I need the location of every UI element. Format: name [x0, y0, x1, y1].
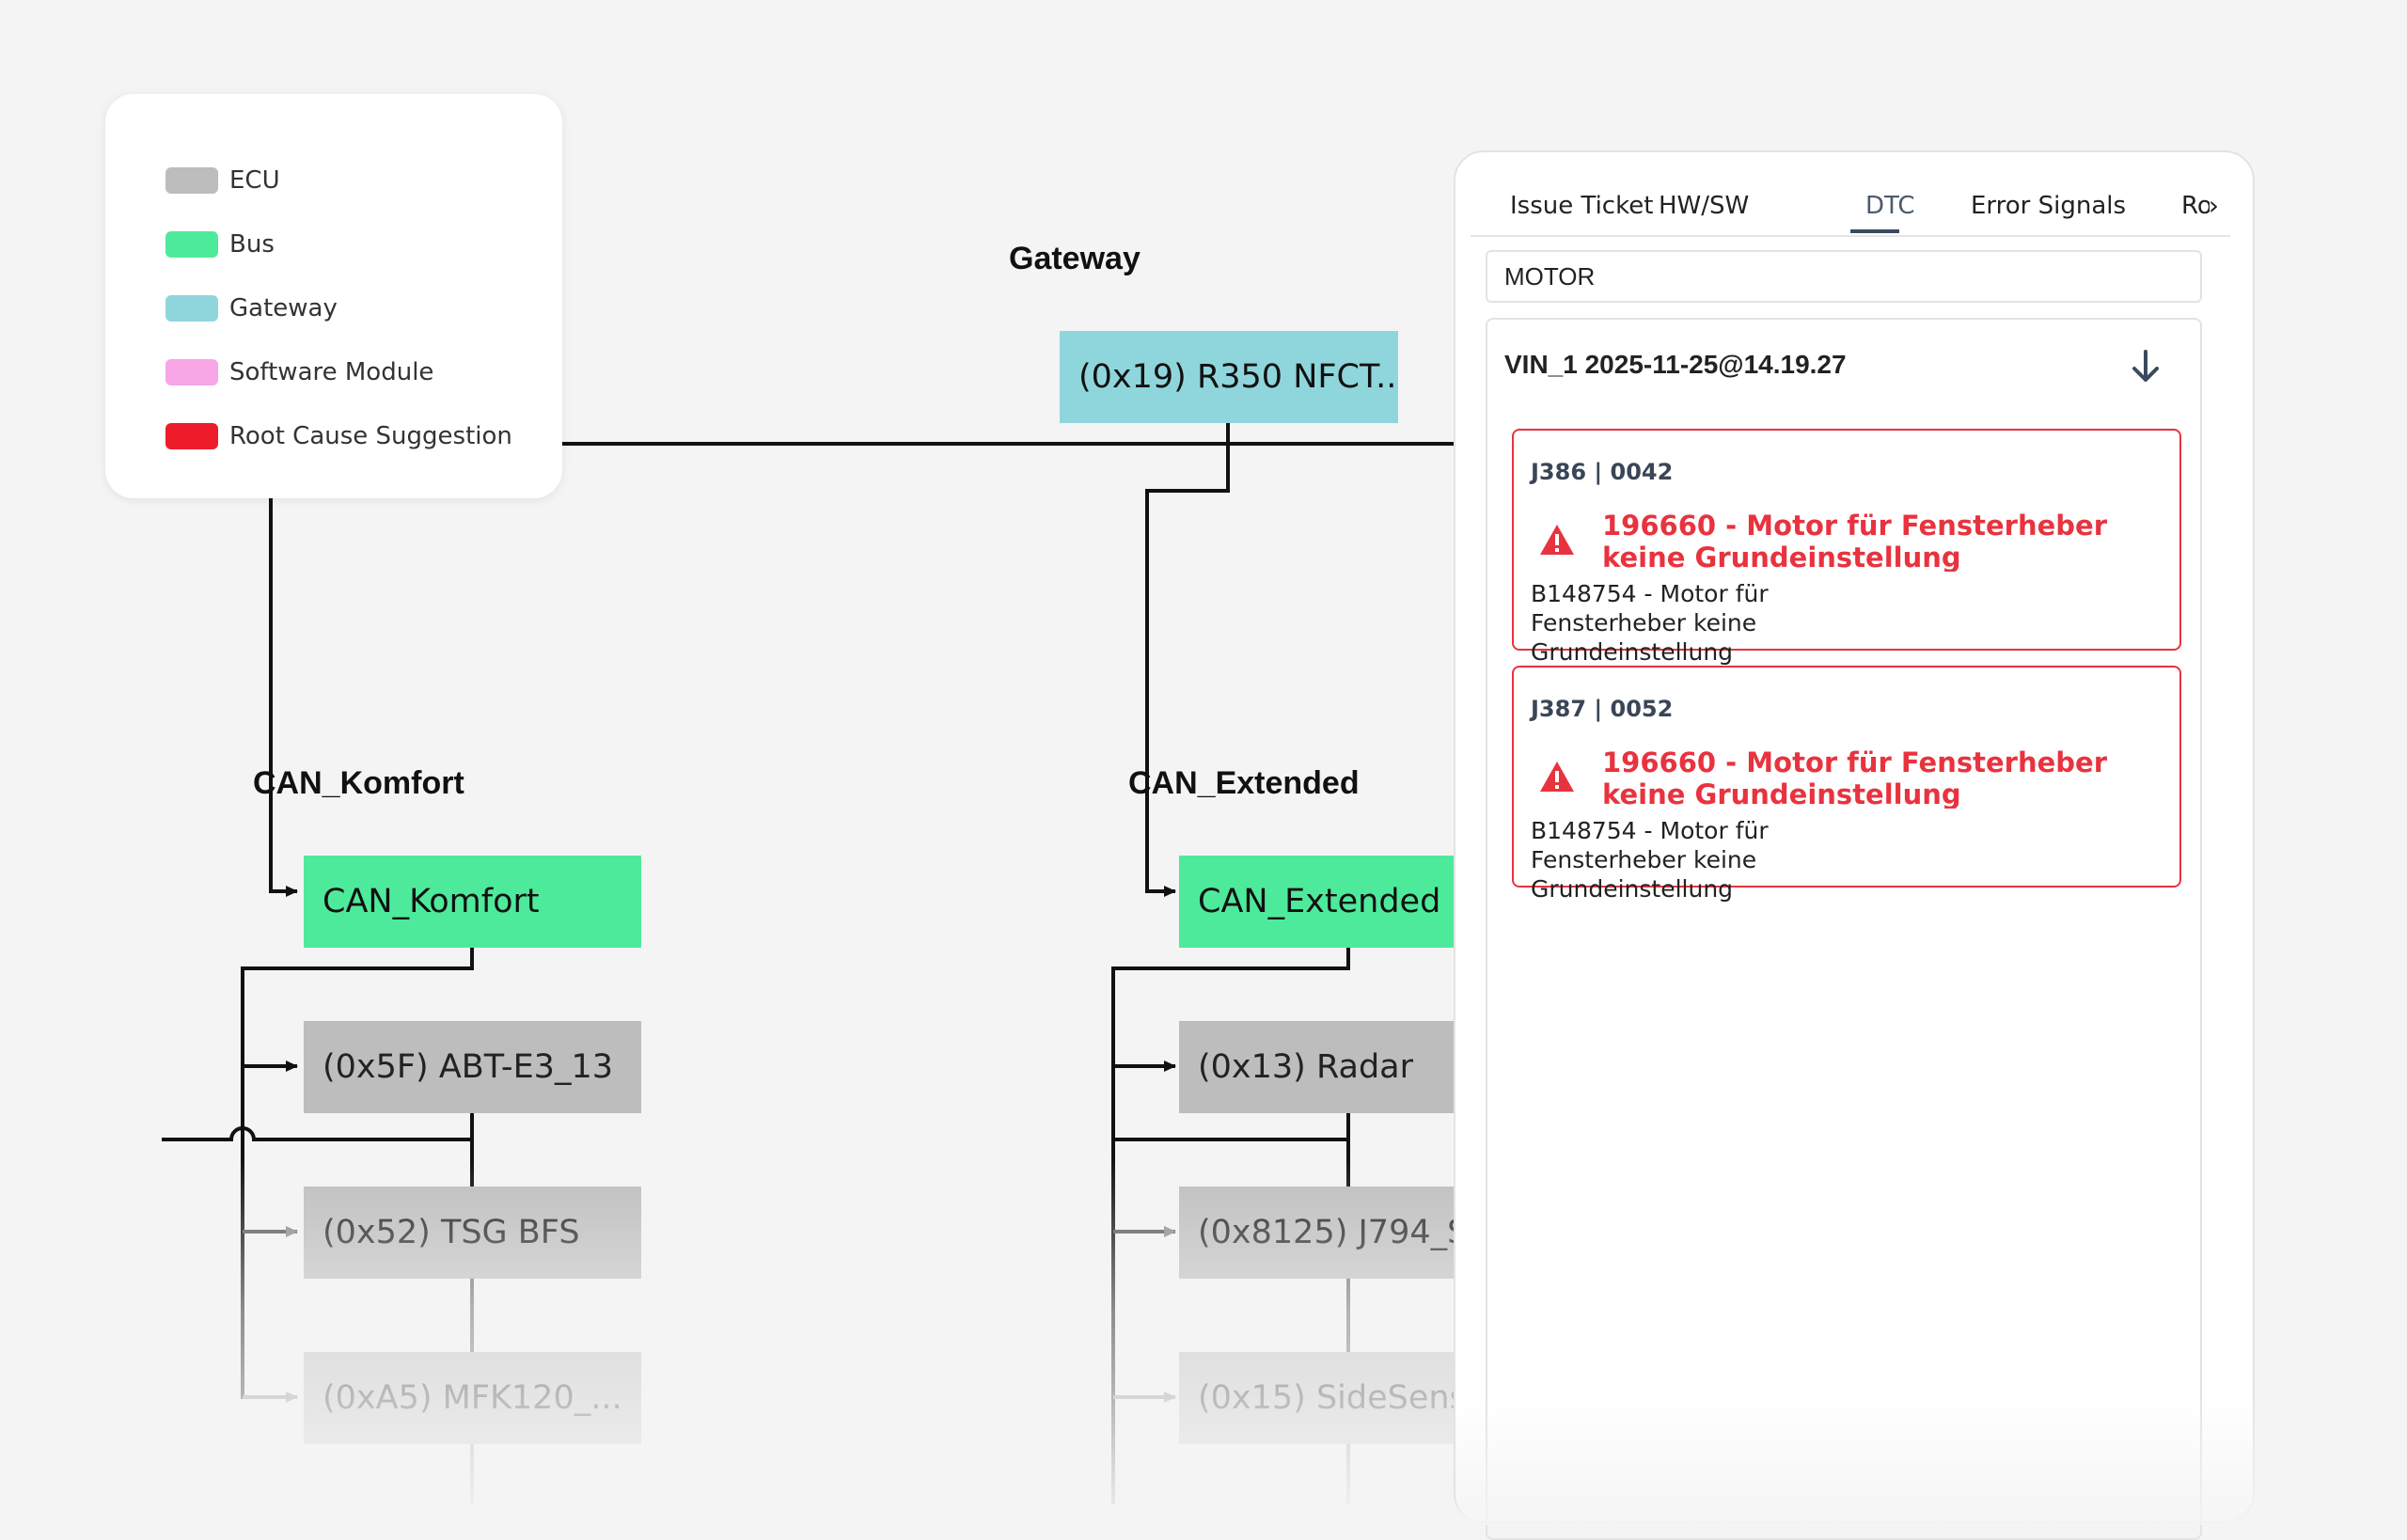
- legend-label: Software Module: [229, 358, 434, 386]
- ecu-node[interactable]: (0x8125) J794_SW: [1179, 1186, 1454, 1279]
- legend-item-bus: Bus: [165, 212, 562, 276]
- legend-label: Bus: [229, 230, 275, 259]
- warning-icon: [1540, 525, 1574, 555]
- details-panel: Issue Ticket HW/SW DTC Error Signals Ro …: [1454, 150, 2257, 1540]
- bus-node-can-komfort[interactable]: CAN_Komfort: [304, 856, 641, 948]
- dtc-title: 196660 - Motor für Fensterheber keine Gr…: [1602, 510, 2108, 572]
- panel-tabs: Issue Ticket HW/SW DTC Error Signals Ro …: [1471, 181, 2230, 237]
- legend-item-software-module: Software Module: [165, 340, 562, 404]
- dtc-title: 196660 - Motor für Fensterheber keine Gr…: [1602, 746, 2108, 809]
- legend-item-gateway: Gateway: [165, 276, 562, 340]
- legend-swatch: [165, 423, 218, 449]
- tab-error-signals[interactable]: Error Signals: [1971, 192, 2127, 220]
- legend-swatch: [165, 231, 218, 258]
- legend-swatch: [165, 359, 218, 385]
- ecu-node[interactable]: (0x13) Radar: [1179, 1021, 1454, 1113]
- gateway-label: Gateway: [1009, 241, 1141, 276]
- tab-issue-ticket[interactable]: Issue Ticket: [1510, 192, 1654, 220]
- chevron-right-icon[interactable]: ›: [2208, 190, 2219, 221]
- dtc-description: B148754 - Motor für Fensterheber keine G…: [1531, 580, 1769, 666]
- ecu-node[interactable]: (0x5F) ABT-E3_13: [304, 1021, 641, 1113]
- bus-label-can-komfort: CAN_Komfort: [253, 765, 464, 801]
- dtc-description: B148754 - Motor für Fensterheber keine G…: [1531, 817, 1769, 903]
- dtc-code: J386 | 0042: [1531, 459, 1674, 485]
- search-input[interactable]: [1486, 250, 2202, 303]
- warning-icon: [1540, 762, 1574, 792]
- legend-swatch: [165, 295, 218, 322]
- group-title: VIN_1 2025-11-25@14.19.27: [1504, 350, 1847, 379]
- ecu-node[interactable]: (0x15) SideSenso: [1179, 1352, 1454, 1444]
- legend-swatch: [165, 167, 218, 194]
- dtc-card[interactable]: J387 | 0052 196660 - Motor für Fensterhe…: [1512, 666, 2181, 903]
- legend-item-ecu: ECU: [165, 149, 562, 212]
- bus-label-can-extended: CAN_Extended: [1128, 765, 1360, 801]
- dtc-group: VIN_1 2025-11-25@14.19.27 J386 | 0042 19…: [1486, 318, 2202, 1540]
- ecu-node[interactable]: (0xA5) MFK120_...: [304, 1352, 641, 1444]
- ecu-node[interactable]: (0x52) TSG BFS: [304, 1186, 641, 1279]
- active-tab-indicator: [1850, 229, 1899, 233]
- legend-panel: ECU Bus Gateway Software Module Root Cau…: [105, 94, 562, 498]
- gateway-node[interactable]: (0x19) R350 NFCT...: [1060, 331, 1398, 423]
- legend-item-root-cause: Root Cause Suggestion: [165, 404, 562, 468]
- legend-label: Root Cause Suggestion: [229, 422, 512, 450]
- arrow-down-icon[interactable]: [2129, 348, 2163, 385]
- legend-label: ECU: [229, 166, 280, 195]
- dtc-code: J387 | 0052: [1531, 696, 1674, 722]
- tab-dtc[interactable]: DTC: [1865, 192, 1915, 220]
- bus-node-can-extended[interactable]: CAN_Extended: [1179, 856, 1454, 948]
- tab-ro[interactable]: Ro: [2181, 192, 2210, 220]
- dtc-card[interactable]: J386 | 0042 196660 - Motor für Fensterhe…: [1512, 429, 2181, 666]
- tab-hw-sw[interactable]: HW/SW: [1659, 192, 1750, 220]
- legend-label: Gateway: [229, 294, 338, 322]
